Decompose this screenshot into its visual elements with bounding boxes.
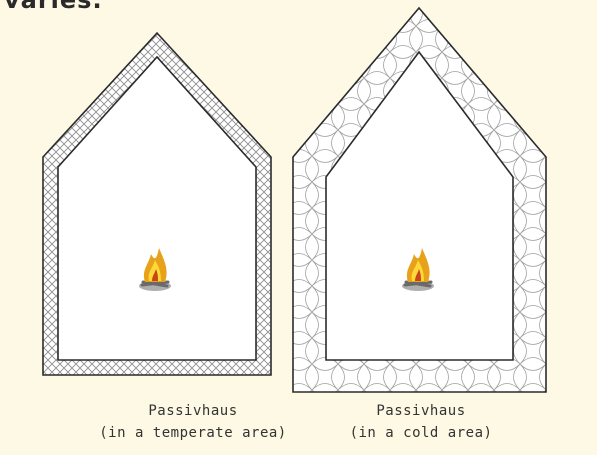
caption-temperate: Passivhaus (in a temperate area) [88, 400, 298, 444]
caption-temperate-title: Passivhaus [88, 400, 298, 422]
house-cold [293, 8, 546, 392]
caption-cold: Passivhaus (in a cold area) [316, 400, 526, 444]
house-temperate [43, 33, 271, 375]
house-temperate-interior [58, 57, 256, 360]
caption-cold-title: Passivhaus [316, 400, 526, 422]
caption-temperate-subtitle: (in a temperate area) [88, 422, 298, 444]
caption-cold-subtitle: (in a cold area) [316, 422, 526, 444]
